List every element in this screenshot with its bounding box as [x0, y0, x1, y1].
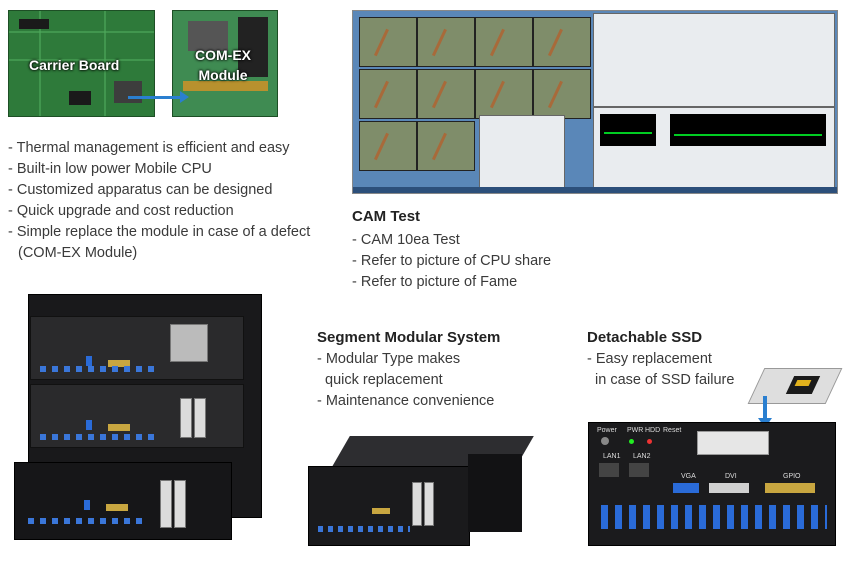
ssd-slot [697, 431, 769, 455]
pwr-led-icon [629, 439, 634, 444]
ssd-title: Detachable SSD [587, 329, 703, 346]
cam-test-title: CAM Test [352, 208, 421, 225]
segment-chassis-photo [304, 436, 534, 548]
ssd-item: - Easy replacement [587, 351, 712, 367]
lan2-label: LAN2 [633, 453, 651, 460]
connector-arrow [128, 96, 182, 99]
feature-item: (COM-EX Module) [18, 245, 138, 261]
carrier-board-photo: Carrier Board [8, 10, 155, 117]
reset-label: Reset [663, 427, 682, 434]
cam-test-item: - Refer to picture of Fame [352, 274, 518, 290]
feature-item: - Built-in low power Mobile CPU [8, 161, 212, 177]
pwr-label: PWR [627, 427, 644, 434]
feature-item: - Customized apparatus can be designed [8, 182, 273, 198]
com-ex-module-photo: COM-EX Module [172, 10, 278, 117]
segment-title: Segment Modular System [317, 329, 501, 346]
carrier-board-label: Carrier Board [29, 57, 120, 73]
stacked-chassis-photo [10, 294, 272, 544]
hdd-label: HDD [645, 427, 661, 434]
ssd-front-panel-photo: Power PWR HDD Reset LAN1 LAN2 VGA DVI GP… [588, 422, 836, 546]
gpio-port [765, 483, 815, 493]
feature-item: - Thermal management is efficient and ea… [8, 140, 290, 156]
dvi-label: DVI [725, 473, 737, 480]
feature-item: - Quick upgrade and cost reduction [8, 203, 234, 219]
cam-test-item: - CAM 10ea Test [352, 232, 460, 248]
com-ex-label: COM-EX Module [195, 45, 251, 85]
cam-test-list: - CAM 10ea Test - Refer to picture of CP… [352, 230, 551, 293]
dvi-port [709, 483, 749, 493]
ssd-arrow [763, 396, 767, 420]
segment-item: - Modular Type makes [317, 351, 461, 367]
cam-test-screenshot [352, 10, 838, 194]
segment-item: quick replacement [325, 372, 443, 388]
vga-label: VGA [681, 473, 696, 480]
cam-test-item: - Refer to picture of CPU share [352, 253, 552, 269]
hdd-led-icon [647, 439, 652, 444]
ssd-item: in case of SSD failure [595, 372, 735, 388]
features-list: - Thermal management is efficient and ea… [8, 138, 310, 264]
gpio-label: GPIO [783, 473, 801, 480]
usb-ports [601, 505, 827, 529]
com-ex-label-line1: COM-EX [195, 47, 251, 63]
feature-item: - Simple replace the module in case of a… [8, 224, 311, 240]
com-ex-label-line2: Module [198, 67, 248, 83]
ssd-list: - Easy replacement in case of SSD failur… [587, 349, 734, 391]
power-label: Power [597, 427, 617, 434]
power-button-icon [601, 437, 609, 445]
arrow-head-icon [180, 91, 189, 103]
lan1-label: LAN1 [603, 453, 621, 460]
vga-port [673, 483, 699, 493]
segment-list: - Modular Type makes quick replacement -… [317, 349, 494, 412]
segment-item: - Maintenance convenience [317, 393, 495, 409]
